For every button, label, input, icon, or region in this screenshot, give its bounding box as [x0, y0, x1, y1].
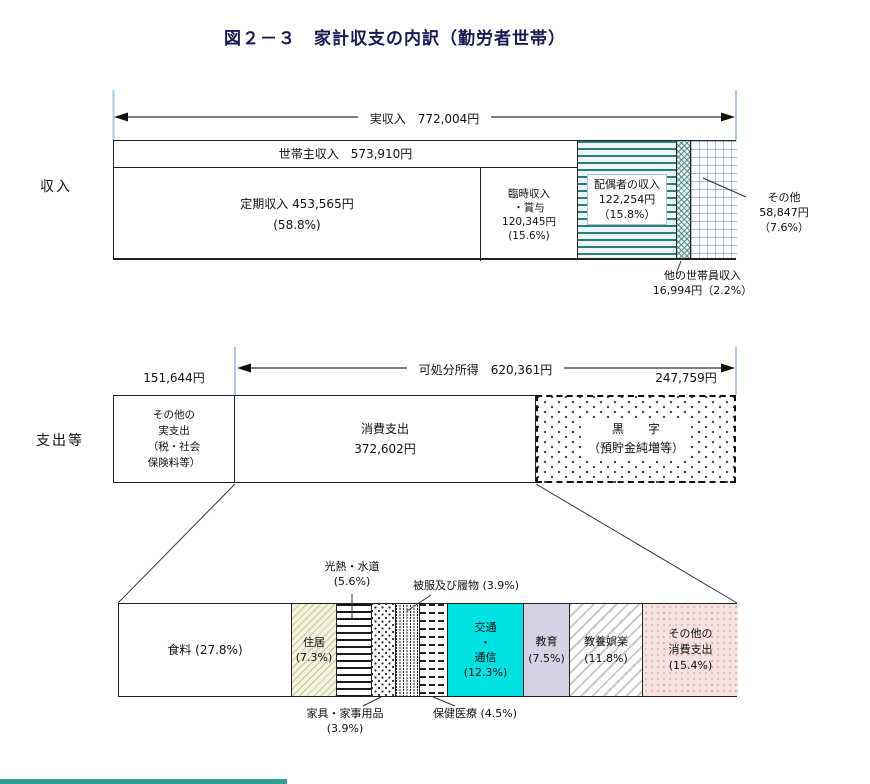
bar-segment-housing: 住居 (7.3%) — [291, 604, 336, 696]
utilities-label: 光熱・水道 (5.6%) — [324, 560, 380, 588]
clothing-label: 被服及び履物 (3.9%) — [413, 579, 520, 592]
income-bar: 世帯主収入 573,910円 定期収入 453,565円 (58.8%) 臨時収… — [113, 140, 737, 261]
page-bottom-edge — [0, 779, 287, 784]
disposable-income-arrow-label: 可処分所得 620,361円 — [235, 359, 736, 378]
bar-segment-household-head: 世帯主収入 573,910円 — [114, 141, 577, 168]
actual-income-arrow-label: 実収入 772,004円 — [113, 108, 736, 127]
bar-segment-other-consumption: その他の 消費支出 (15.4%) — [642, 604, 738, 696]
other-member-income-callout: 他の世帯員収入 16,994円（2.2%） — [652, 269, 753, 297]
bar-segment-spouse-income: 配偶者の収入 122,254円 （15.8%） — [577, 141, 676, 258]
bar-segment-education: 教育 (7.5%) — [523, 604, 569, 696]
income-row-label: 収入 — [40, 179, 72, 195]
other-outlay-amount: 151,644円 — [143, 371, 205, 385]
bar-segment-clothing — [395, 604, 419, 696]
other-income-callout: その他 58,847円 （7.6%） — [759, 191, 809, 234]
surplus-amount: 247,759円 — [655, 371, 717, 385]
bar-segment-transport: 交通 ・ 通信 (12.3%) — [447, 604, 523, 696]
bar-segment-medical — [419, 604, 447, 696]
bar-segment-consumption: 消費支出 372,602円 — [234, 395, 536, 483]
leader-medical — [432, 696, 456, 707]
bar-segment-other-member-income — [676, 141, 690, 258]
medical-label: 保健医療 (4.5%) — [433, 707, 518, 720]
bar-segment-food: 食料 (27.8%) — [167, 642, 243, 657]
bar-segment-surplus: 黒 字 （預貯金純増等） — [536, 395, 736, 483]
bar-segment-utilities — [336, 604, 371, 696]
consumption-breakdown-bar: 食料 (27.8%) 住居 (7.3%) 交通 ・ 通信 (12.3%) 教育 … — [118, 603, 738, 697]
funnel-line-left — [117, 483, 236, 604]
bar-segment-other-outlay: その他の 実支出 （税・社会 保険料等） — [113, 395, 235, 483]
leader-furniture — [362, 696, 382, 707]
bar-segment-furniture — [371, 604, 395, 696]
funnel-line-right — [535, 483, 738, 604]
expenditure-row-label: 支出等 — [36, 433, 84, 449]
bar-segment-recreation: 教養娯楽 (11.8%) — [569, 604, 642, 696]
figure-title: 図２－３ 家計収支の内訳（勤労者世帯） — [224, 29, 566, 49]
bar-segment-bonus-income: 臨時収入 ・賞与 120,345円 (15.6%) — [480, 168, 577, 261]
furniture-label: 家具・家事用品 (3.9%) — [306, 707, 384, 735]
bar-segment-other-income — [690, 141, 737, 258]
bar-segment-regular-income: 定期収入 453,565円 (58.8%) — [240, 196, 354, 232]
